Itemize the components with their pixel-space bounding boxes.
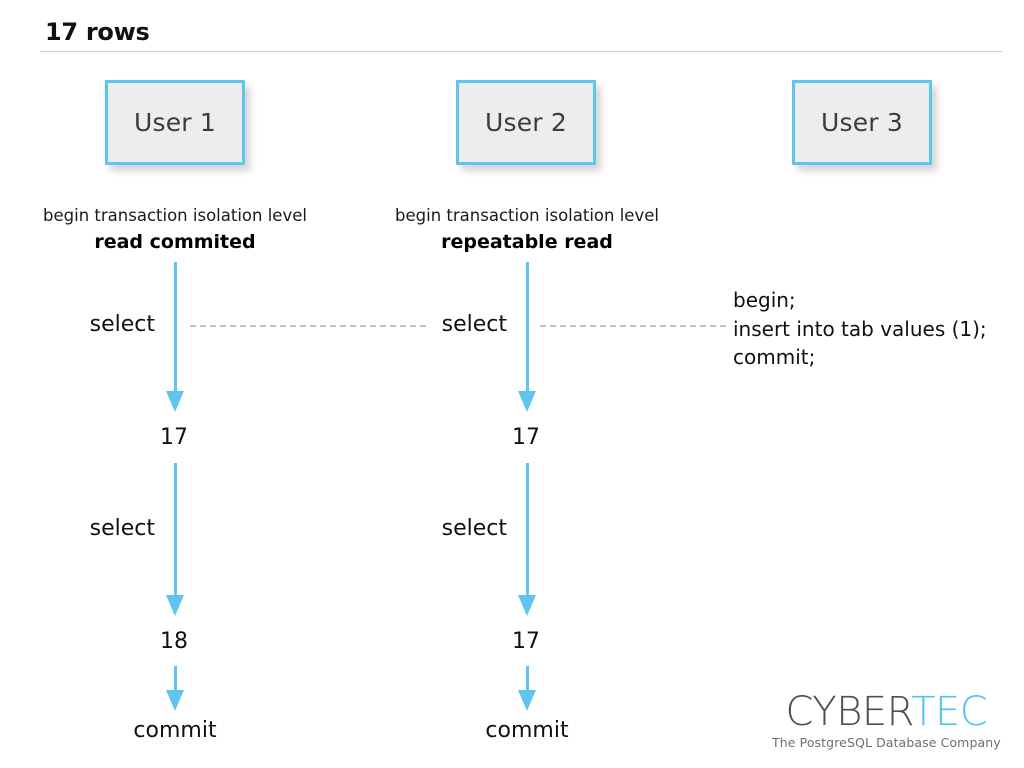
timeline-arrowhead-user1-2 — [166, 595, 184, 616]
user-box-user-1[interactable]: User 1 — [105, 80, 245, 165]
timeline-arrowhead-user2-2 — [518, 595, 536, 616]
flow-value-user2-2: 17 — [512, 629, 540, 654]
isolation-caption-user-2: begin transaction isolation level repeat… — [317, 205, 737, 255]
timeline-arrowhead-user1-1 — [166, 391, 184, 412]
timeline-line-user2-segment-3 — [526, 666, 529, 694]
logo-wordmark: CYBERTEC — [772, 692, 1001, 732]
cybertec-logo: CYBERTEC The PostgreSQL Database Company — [772, 692, 1001, 750]
user3-statement-line-1: begin; — [733, 288, 796, 312]
flow-label-user2-commit: commit — [485, 718, 569, 743]
page-title: 17 rows — [45, 18, 150, 46]
flow-label-user1-select-2: select — [89, 516, 155, 541]
isolation-caption-user-1: begin transaction isolation level read c… — [0, 205, 385, 255]
timeline-line-user2-segment-1 — [526, 262, 529, 393]
isolation-level-text: read commited — [94, 230, 256, 253]
user-box-label: User 3 — [820, 108, 904, 137]
isolation-lead-text: begin transaction isolation level — [395, 206, 659, 225]
flow-label-user1-commit: commit — [133, 718, 217, 743]
flow-label-user2-select-2: select — [441, 516, 507, 541]
timeline-line-user1-segment-3 — [174, 666, 177, 694]
flow-label-user1-select-1: select — [89, 312, 155, 337]
timeline-line-user1-segment-1 — [174, 262, 177, 393]
flow-value-user2-1: 17 — [512, 425, 540, 450]
user-box-user-3[interactable]: User 3 — [792, 80, 932, 165]
flow-label-user2-select-1: select — [441, 312, 507, 337]
isolation-lead-text: begin transaction isolation level — [43, 206, 307, 225]
timeline-line-user2-segment-2 — [526, 463, 529, 597]
user3-statement-line-3: commit; — [733, 345, 816, 370]
user3-statement-line-2: insert into tab values (1); — [733, 316, 987, 341]
user3-statement-block: begin; insert into tab values (1); commi… — [733, 286, 987, 372]
timeline-arrowhead-user2-3 — [518, 690, 536, 711]
isolation-level-text: repeatable read — [441, 230, 613, 253]
flow-value-user1-2: 18 — [160, 629, 188, 654]
dashed-connector-user1-user2 — [190, 325, 426, 327]
timeline-arrowhead-user2-1 — [518, 391, 536, 412]
user-box-user-2[interactable]: User 2 — [456, 80, 596, 165]
logo-tagline: The PostgreSQL Database Company — [772, 735, 1001, 750]
timeline-arrowhead-user1-3 — [166, 690, 184, 711]
timeline-line-user1-segment-2 — [174, 463, 177, 597]
dashed-connector-user2-user3 — [540, 325, 726, 327]
title-divider — [40, 51, 1002, 52]
logo-word-accent: TEC — [911, 689, 988, 735]
user-box-label: User 1 — [133, 108, 217, 137]
logo-word-primary: CYBER — [785, 689, 912, 735]
flow-value-user1-1: 17 — [160, 425, 188, 450]
user-box-label: User 2 — [484, 108, 568, 137]
